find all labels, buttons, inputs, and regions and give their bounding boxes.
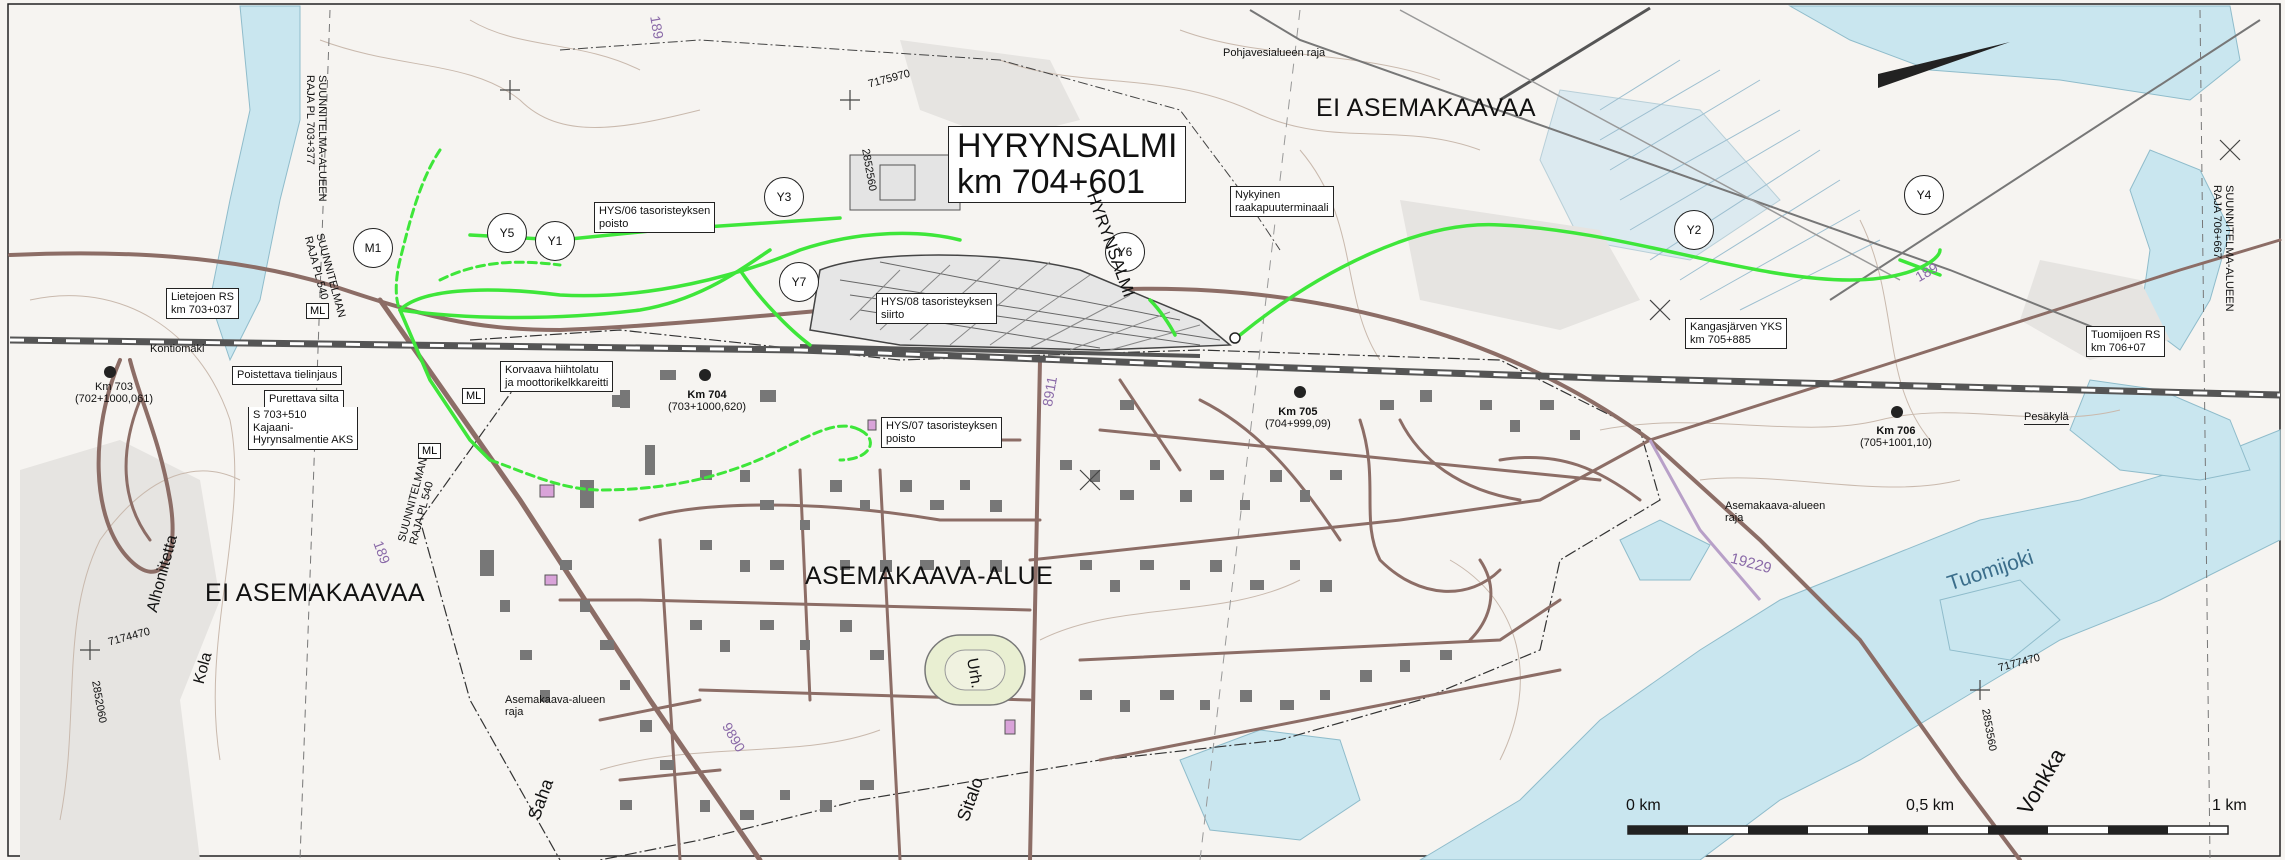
asemakaava-boundary-left — [419, 379, 561, 860]
scale-0km: 0 km — [1626, 797, 1661, 814]
callout-hys08-line2: siirto — [881, 308, 905, 321]
km-703-chainage: (702+1000,061) — [75, 392, 153, 405]
callout-asemakaava-right-line2: raja — [1725, 511, 1744, 524]
callout-korvaava-line1: Korvaava hiihtolatu — [505, 364, 599, 376]
callout-hys08: HYS/08 tasoristeyksen siirto — [876, 293, 998, 325]
callout-hys06-line1: HYS/06 tasoristeyksen — [599, 205, 711, 217]
callout-kangasjarvi: Kangasjärven YKS km 705+885 — [1685, 318, 1788, 350]
km-703-label: Km 703 — [95, 381, 133, 393]
ml-label-2: ML — [462, 388, 486, 404]
label-pesakyla: Pesäkylä — [2024, 411, 2069, 425]
km-706-label: Km 706 — [1876, 425, 1916, 437]
callout-nykyinen-line1: Nykyinen — [1235, 189, 1281, 201]
area-ei-asemakaavaa-top: EI ASEMAKAAVAA — [1316, 94, 1537, 122]
callout-nykyinen: Nykyinen raakapuuterminaali — [1230, 186, 1334, 218]
contour-lines — [29, 19, 2121, 821]
scale-1km: 1 km — [2212, 797, 2247, 814]
buildings — [480, 370, 1580, 820]
area-ei-asemakaavaa-left: EI ASEMAKAAVAA — [205, 579, 426, 607]
callout-hys06-line2: poisto — [599, 217, 629, 230]
terminal-end-marker — [1229, 332, 1241, 344]
km-705-label: Km 705 — [1278, 406, 1318, 418]
vlabel-suun-left-line2: RAJA PL 703+377 — [304, 75, 316, 165]
km-point-markers — [104, 366, 1903, 418]
vlabel-suun-left: SUUNNITELMA-ALUEEN RAJA PL 703+377 — [304, 75, 328, 202]
callout-s703: S 703+510 Kajaani- Hyrynsalmentie AKS — [248, 407, 359, 450]
km-706-chainage: (705+1001,10) — [1860, 436, 1932, 449]
scale-bar — [1627, 825, 2229, 835]
railway — [9, 6, 2281, 399]
km-704-label: Km 704 — [687, 389, 727, 401]
callout-asemakaava-right-line1: Asemakaava-alueen — [1725, 500, 1826, 512]
callout-kangasjarvi-line2: km 705+885 — [1690, 333, 1751, 346]
water-bodies — [209, 5, 2281, 860]
callout-asemakaava-left-line2: raja — [505, 705, 524, 718]
callout-korvaava-line2: ja moottorikelkkareitti — [505, 376, 609, 389]
sports-field — [924, 634, 1026, 706]
marker-m1[interactable]: M1 — [353, 228, 393, 268]
callout-s703-line3: Hyrynsalmentie AKS — [253, 434, 354, 447]
callout-tuomijoen: Tuomijoen RS km 706+07 — [2086, 326, 2166, 358]
callout-asemakaava-right: Asemakaava-alueen raja — [1725, 500, 1826, 524]
vlabel-suun-left-line1: SUUNNITELMA-ALUEEN — [316, 75, 328, 202]
station-title-box: HYRYNSALMI km 704+601 — [948, 126, 1187, 204]
callout-korvaava: Korvaava hiihtolatu ja moottorikelkkarei… — [500, 361, 614, 393]
callout-kangasjarvi-line1: Kangasjärven YKS — [1690, 321, 1783, 333]
station-building — [879, 164, 916, 201]
station-km: km 704+601 — [957, 162, 1146, 201]
km-704-chainage: (703+1000,620) — [668, 400, 746, 413]
callout-asemakaava-left: Asemakaava-alueen raja — [505, 694, 606, 718]
ml-label-1: ML — [306, 303, 330, 319]
callout-s703-line2: Kajaani- — [253, 421, 294, 434]
ml-label-3: ML — [418, 443, 442, 459]
area-asemakaava-alue: ASEMAKAAVA-ALUE — [805, 562, 1054, 590]
roads — [8, 238, 2282, 860]
road-189-top: 189 — [647, 14, 667, 41]
km-704: Km 704 (703+1000,620) — [668, 389, 746, 413]
marker-y4[interactable]: Y4 — [1904, 175, 1944, 215]
marker-y7[interactable]: Y7 — [779, 262, 819, 302]
marker-y5[interactable]: Y5 — [487, 213, 527, 253]
scale-05km: 0,5 km — [1906, 797, 1955, 814]
marker-y2[interactable]: Y2 — [1674, 210, 1714, 250]
km-706: Km 706 (705+1001,10) — [1860, 425, 1932, 449]
callout-s703-line1: S 703+510 — [253, 409, 307, 421]
plan-limit-right — [2199, 9, 2211, 860]
vlabel-suun-right: SUUNNITELMA-ALUEEN RAJA 706+667 — [2211, 185, 2235, 312]
callout-hys07-line2: poisto — [886, 432, 916, 445]
callout-purettava: Purettava silta — [264, 390, 344, 409]
callout-hys08-line1: HYS/08 tasoristeyksen — [881, 296, 993, 308]
callout-lietejoen-line1: Lietejoen RS — [171, 291, 234, 303]
callout-nykyinen-line2: raakapuuterminaali — [1235, 201, 1329, 214]
callout-hys07-line1: HYS/07 tasoristeyksen — [886, 420, 998, 432]
km-705: Km 705 (704+999,09) — [1265, 406, 1331, 430]
callout-hys07: HYS/07 tasoristeyksen poisto — [881, 417, 1003, 449]
callout-pohjavesi: Pohjavesialueen raja — [1223, 47, 1326, 59]
callout-asemakaava-left-line1: Asemakaava-alueen — [505, 694, 606, 706]
pink-buildings — [539, 419, 1016, 735]
station-name: HYRYNSALMI — [957, 127, 1178, 165]
vlabel-suun-right-line1: SUUNNITELMA-ALUEEN — [2223, 185, 2235, 312]
callout-lietejoen-line2: km 703+037 — [171, 303, 232, 316]
km-705-chainage: (704+999,09) — [1265, 417, 1331, 430]
north-arrow-icon — [1878, 42, 2010, 88]
km-703: Km 703 (702+1000,061) — [75, 381, 153, 405]
label-kontiomaki: Kontiomäki — [150, 343, 205, 355]
callout-poistettava: Poistettava tielinjaus — [232, 366, 343, 385]
station-area — [849, 154, 961, 211]
callout-tuomijoen-line1: Tuomijoen RS — [2091, 329, 2161, 341]
grid-crosses — [80, 80, 2241, 700]
vlabel-suun-right-line2: RAJA 706+667 — [2211, 185, 2223, 259]
planned-tracks-dashed — [394, 148, 872, 492]
callout-lietejoen: Lietejoen RS km 703+037 — [166, 288, 239, 320]
callout-hys06: HYS/06 tasoristeyksen poisto — [594, 202, 716, 234]
marker-y6[interactable]: Y6 — [1105, 232, 1145, 272]
marker-y3[interactable]: Y3 — [764, 177, 804, 217]
marker-y1[interactable]: Y1 — [535, 221, 575, 261]
road-19229-highlight — [1648, 439, 1762, 601]
callout-tuomijoen-line2: km 706+07 — [2091, 341, 2146, 354]
